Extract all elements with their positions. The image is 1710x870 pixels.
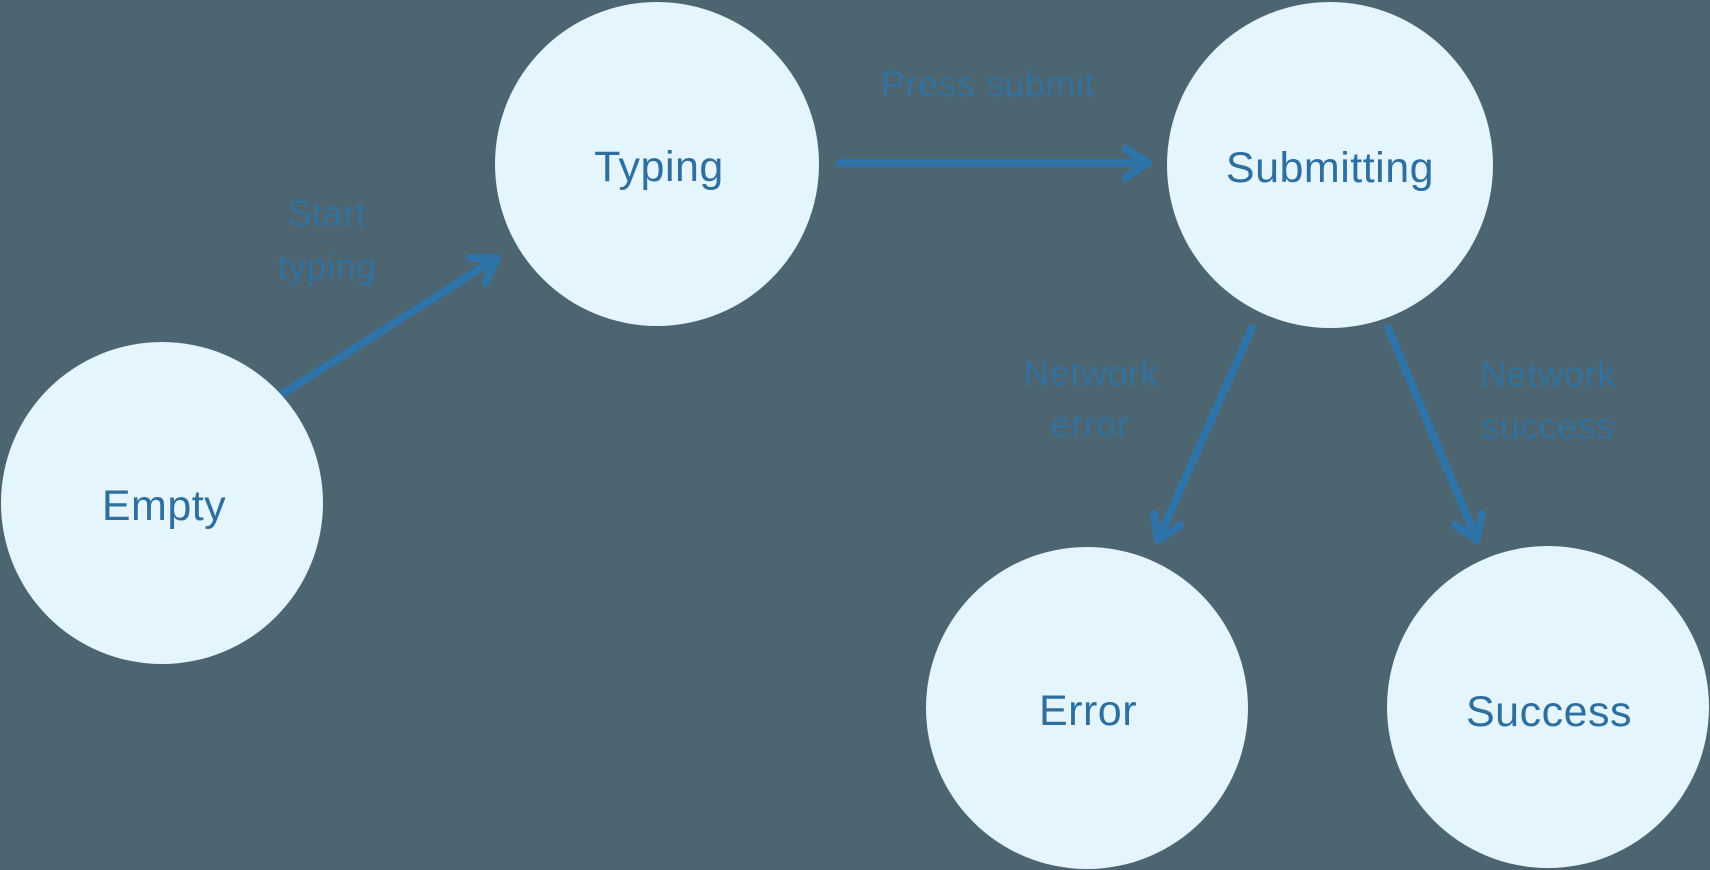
state-node-empty: Empty — [1, 342, 323, 664]
state-label: Typing — [594, 143, 724, 191]
state-node-success: Success — [1387, 546, 1709, 868]
transition-arrow — [1149, 324, 1256, 544]
state-label: Submitting — [1226, 144, 1434, 192]
state-label: Error — [1039, 687, 1137, 735]
edge-label-line: Start — [288, 193, 367, 234]
state-circle — [1387, 546, 1709, 868]
state-node-submitting: Submitting — [1167, 2, 1493, 328]
state-circle — [495, 2, 819, 326]
transition-arrow — [1384, 324, 1486, 544]
edge-label-line: error — [1051, 404, 1130, 445]
edge-label-line: success — [1481, 406, 1615, 447]
transition-arrow — [275, 253, 501, 400]
state-circle — [1, 342, 323, 664]
state-circle — [926, 547, 1248, 869]
edge-submitting-to-success: Network success — [1384, 324, 1616, 544]
edge-label-line: Network — [1023, 353, 1159, 394]
edge-label-line: Network — [1480, 354, 1616, 395]
state-label: Success — [1466, 688, 1632, 736]
state-label: Empty — [102, 482, 226, 530]
edge-label-line: typing — [277, 246, 376, 287]
edge-label-line: Press submit — [881, 64, 1095, 105]
state-circle — [1167, 2, 1493, 328]
edge-empty-to-typing: Start typing — [275, 193, 501, 400]
state-node-typing: Typing — [495, 2, 819, 326]
edge-submitting-to-error: Network error — [1023, 324, 1256, 544]
edge-typing-to-submitting: Press submit — [836, 64, 1152, 182]
state-node-error: Error — [926, 547, 1248, 869]
